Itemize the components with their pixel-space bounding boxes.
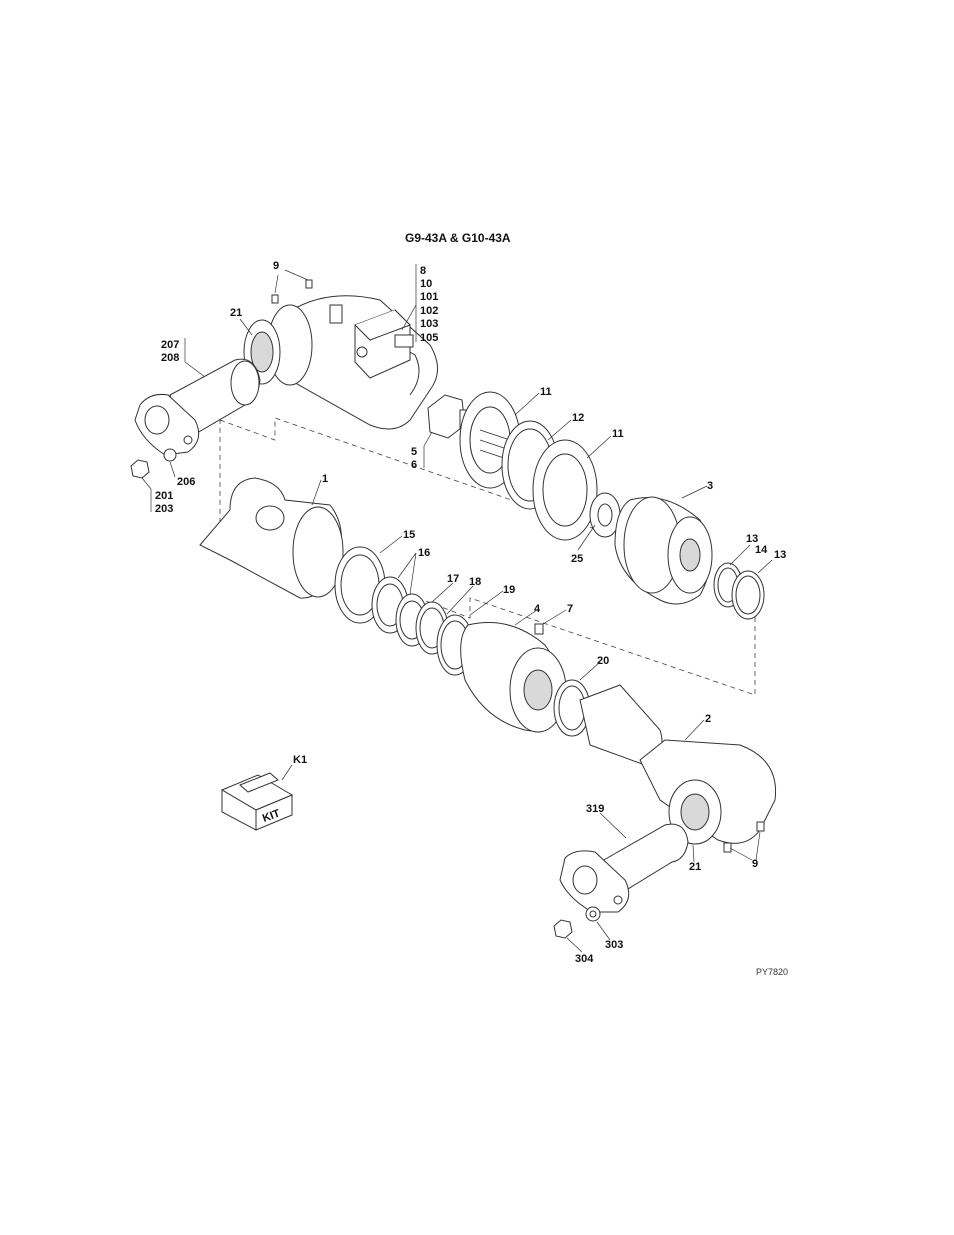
barrel-1 xyxy=(199,477,344,599)
label-11-second: 11 xyxy=(612,428,624,440)
valve-block xyxy=(329,304,414,379)
wiper-20 xyxy=(553,679,591,737)
label-102: 102 xyxy=(420,305,438,317)
label-18: 18 xyxy=(469,576,481,588)
kit-box: KIT xyxy=(220,772,294,831)
label-103: 103 xyxy=(420,318,438,330)
drawing-code: PY7820 xyxy=(756,967,788,977)
part-labels: 9 8 10 101 102 103 105 21 207 208 11 12 … xyxy=(155,260,786,965)
label-5: 5 xyxy=(411,446,417,458)
label-1: 1 xyxy=(322,473,328,485)
label-207: 207 xyxy=(161,339,179,351)
label-208: 208 xyxy=(161,352,179,364)
pin-upper xyxy=(134,358,261,456)
label-206: 206 xyxy=(177,476,195,488)
label-3: 3 xyxy=(707,480,713,492)
label-304: 304 xyxy=(575,953,594,965)
label-16: 16 xyxy=(418,547,430,559)
label-13-second: 13 xyxy=(774,549,786,561)
label-10: 10 xyxy=(420,278,432,290)
label-7: 7 xyxy=(567,603,573,615)
label-25: 25 xyxy=(571,553,583,565)
label-203: 203 xyxy=(155,503,173,515)
label-9-upper: 9 xyxy=(273,260,279,272)
label-2: 2 xyxy=(705,713,711,725)
grease-fitting-lower xyxy=(723,821,765,853)
label-8: 8 xyxy=(420,265,426,277)
leader-lines xyxy=(239,318,773,953)
assembly-guide-line xyxy=(219,417,756,696)
bolt-lower xyxy=(553,906,601,939)
pin-lower xyxy=(559,823,689,913)
label-20: 20 xyxy=(597,655,609,667)
diagram-title: G9-43A & G10-43A xyxy=(405,231,511,245)
label-13-first: 13 xyxy=(746,533,758,545)
rod-2 xyxy=(579,684,777,845)
bolt-upper xyxy=(130,448,177,479)
label-21-lower: 21 xyxy=(689,861,701,873)
label-21-upper: 21 xyxy=(230,307,242,319)
label-101: 101 xyxy=(420,291,438,303)
label-12: 12 xyxy=(572,412,584,424)
label-303: 303 xyxy=(605,939,623,951)
label-19: 19 xyxy=(503,584,515,596)
label-K1: K1 xyxy=(293,754,307,766)
label-105: 105 xyxy=(420,332,438,344)
piston-spacer-11b xyxy=(532,439,598,541)
label-17: 17 xyxy=(447,573,459,585)
kit-box-text: KIT xyxy=(261,807,282,824)
label-11-first: 11 xyxy=(540,386,552,398)
label-319: 319 xyxy=(586,803,604,815)
piston-3 xyxy=(614,496,713,605)
washer-25 xyxy=(589,492,621,538)
label-9-lower: 9 xyxy=(752,858,758,870)
grease-fitting-upper xyxy=(271,269,313,304)
seals-13-14 xyxy=(713,562,765,620)
label-201: 201 xyxy=(155,490,173,502)
seal-16 xyxy=(371,576,429,647)
label-6: 6 xyxy=(411,459,417,471)
label-14: 14 xyxy=(755,544,768,556)
gland-4 xyxy=(460,622,567,733)
label-15: 15 xyxy=(403,529,415,541)
label-brackets xyxy=(141,264,433,512)
label-4: 4 xyxy=(534,603,541,615)
